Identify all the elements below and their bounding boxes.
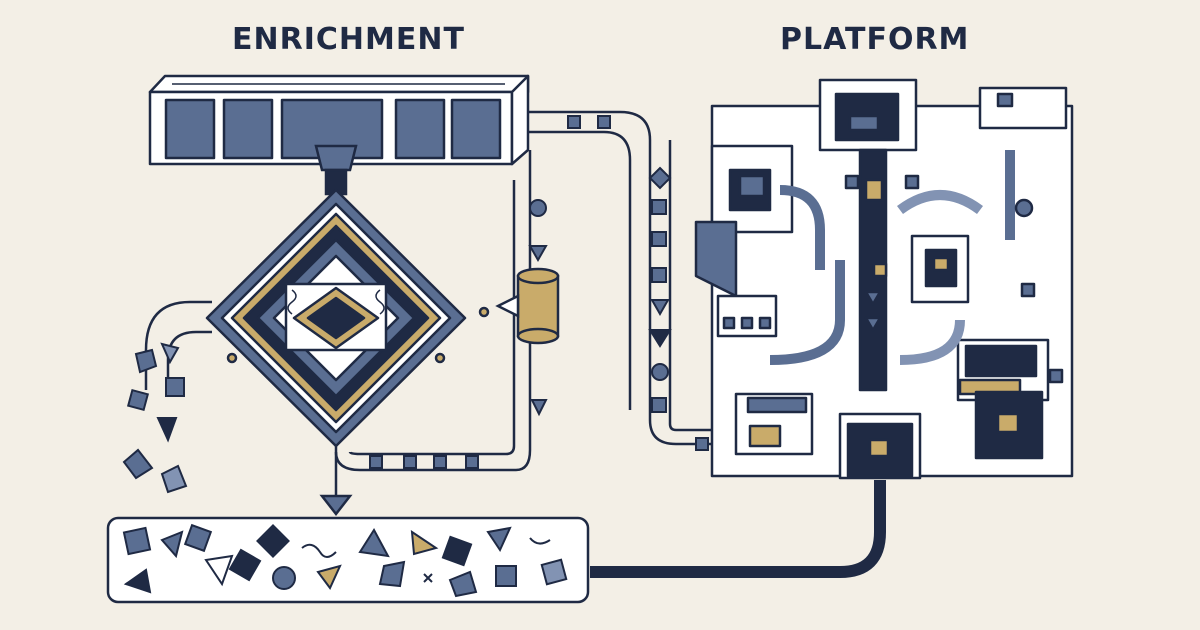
maze-building-icon <box>694 78 1074 480</box>
diamond-processor-icon <box>205 188 467 448</box>
transfer-items <box>567 115 709 451</box>
storage-bins <box>148 74 530 166</box>
chaotic-shapes-icon <box>106 516 590 604</box>
platform-label: PLATFORM <box>780 22 970 57</box>
right-loop-pipe <box>334 150 532 472</box>
enrichment-label: ENRICHMENT <box>232 22 465 57</box>
cylinder-tank-icon <box>478 267 560 345</box>
left-return-pipe <box>144 300 212 390</box>
output-pipe <box>590 480 886 578</box>
loop-pipe-items <box>369 199 548 469</box>
hopper-icon <box>314 144 358 196</box>
left-falling-shapes <box>122 342 188 494</box>
main-transfer-pipe <box>528 110 730 446</box>
